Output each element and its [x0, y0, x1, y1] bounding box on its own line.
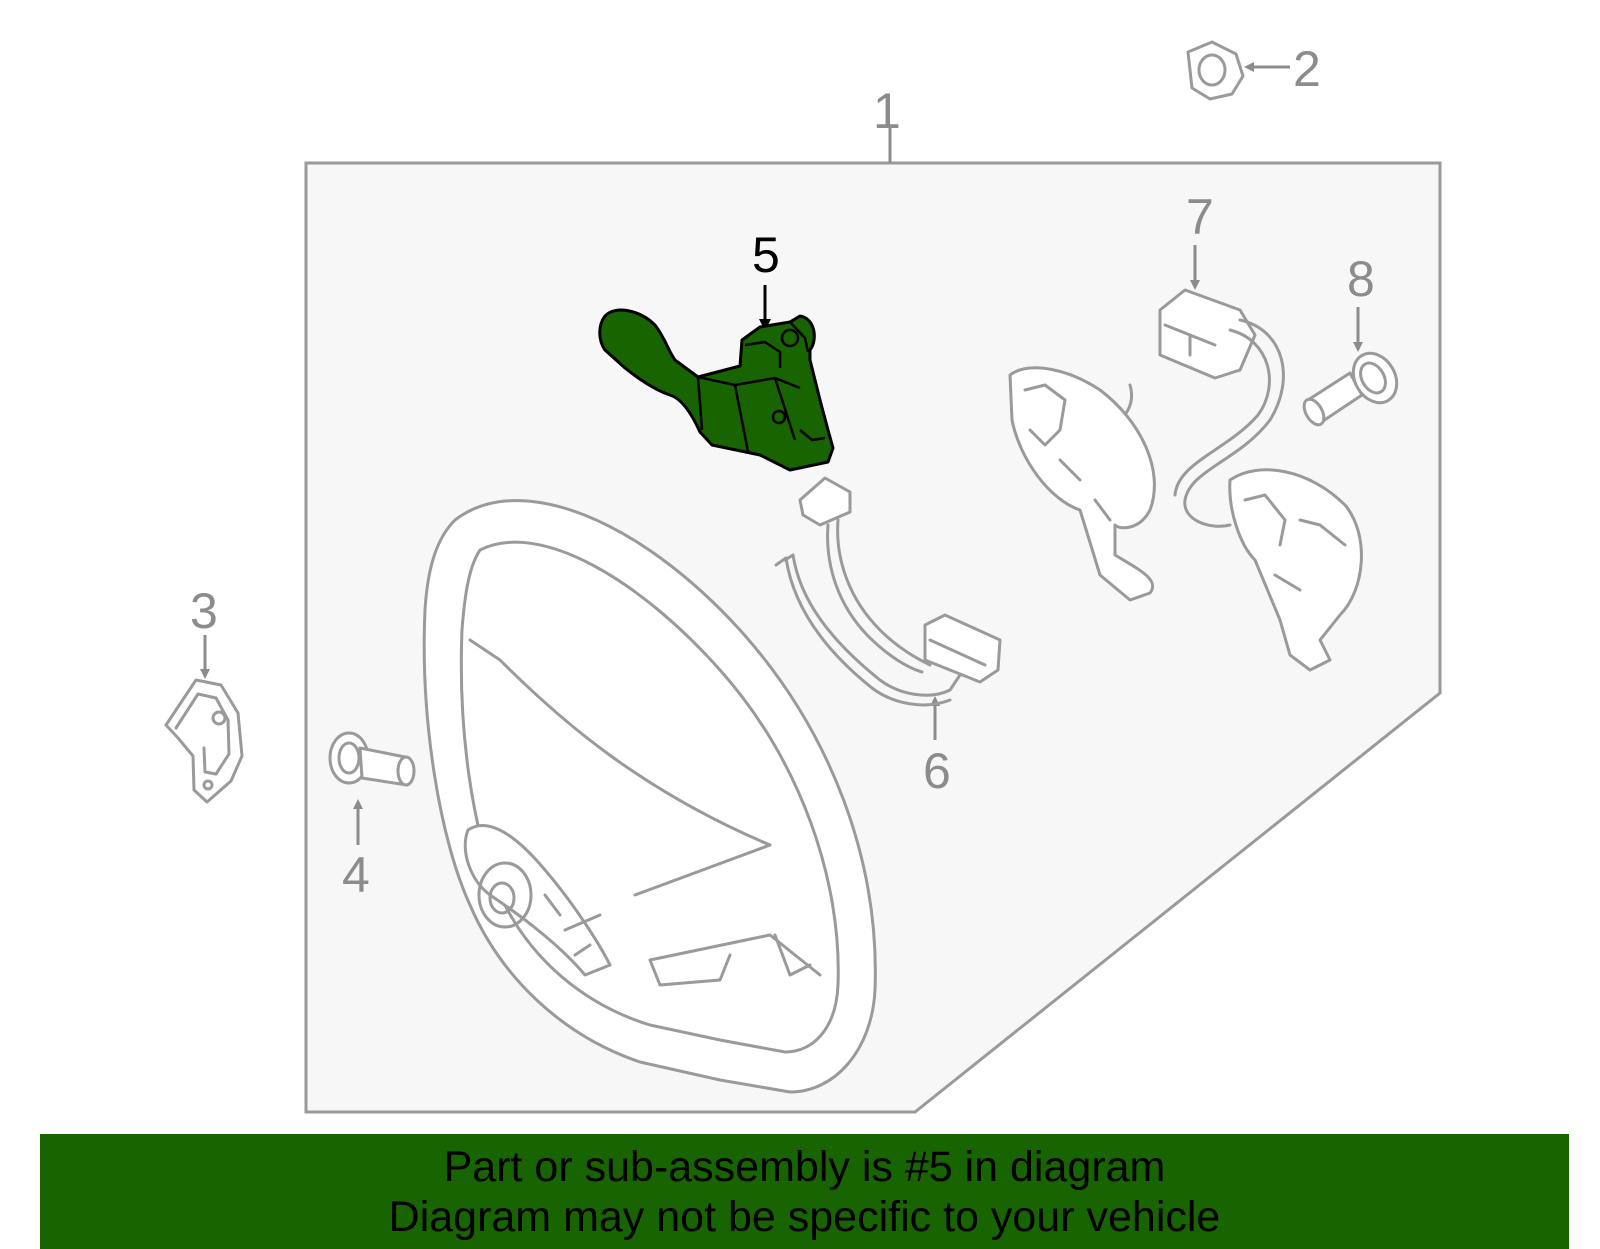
part-8-bolt — [1302, 351, 1399, 427]
callout-6: 6 — [923, 743, 951, 799]
part-5-combination-switch — [598, 308, 835, 472]
part-3-bracket — [164, 678, 244, 804]
part-7-switch-set — [1008, 288, 1363, 672]
part-4-bolt — [328, 731, 416, 787]
callout-4: 4 — [342, 847, 370, 903]
part-2-clip — [1186, 40, 1245, 101]
banner-line-part: Part or sub-assembly is #5 in diagram — [443, 1142, 1166, 1191]
callout-7: 7 — [1186, 189, 1214, 245]
banner-line-disclaimer: Diagram may not be specific to your vehi… — [388, 1192, 1221, 1241]
steering-wheel — [422, 499, 877, 1094]
callout-8: 8 — [1347, 251, 1375, 307]
notice-banner: Part or sub-assembly is #5 in diagram Di… — [40, 1134, 1569, 1249]
callout-5: 5 — [752, 227, 780, 283]
part-6-harness — [774, 476, 1002, 707]
callout-2: 2 — [1293, 41, 1321, 97]
callout-1: 1 — [873, 83, 901, 139]
callout-3: 3 — [190, 583, 218, 639]
